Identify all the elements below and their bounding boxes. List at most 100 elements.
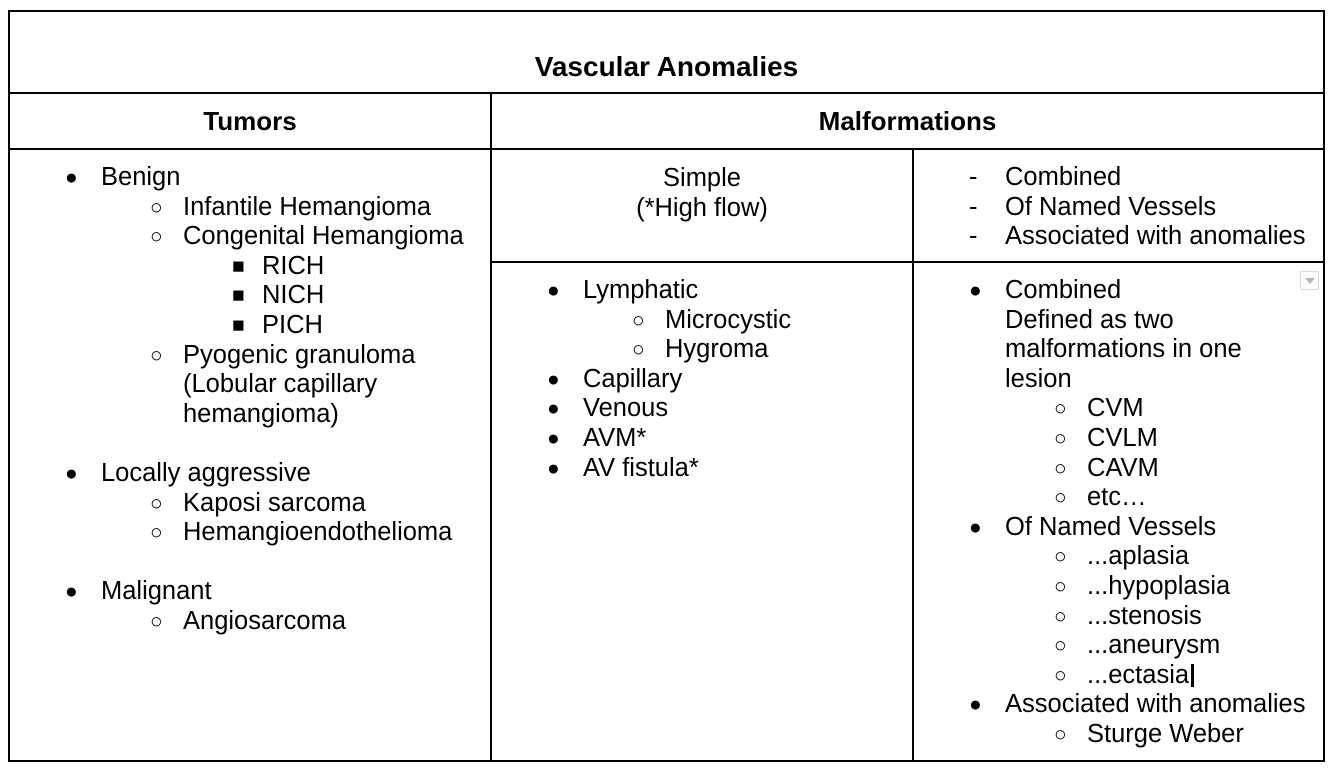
bullet-spacer xyxy=(150,370,183,400)
list-item[interactable]: ○ Kaposi sarcoma xyxy=(10,489,490,519)
circle-bullet-icon: ○ xyxy=(632,308,645,332)
circle-bullet-icon: ○ xyxy=(150,225,163,249)
list-item[interactable]: ○ Hygroma xyxy=(492,335,912,365)
bullet-spacer xyxy=(150,400,183,430)
list-item[interactable]: ○Pyogenic granuloma xyxy=(10,341,490,371)
list-item-text: ...stenosis xyxy=(1087,601,1202,630)
table-dropdown-button[interactable] xyxy=(1300,271,1319,290)
list-item[interactable]: ○...ectasia xyxy=(914,661,1323,691)
list-item-text: PICH xyxy=(262,310,323,339)
list-item[interactable]: ●Capillary xyxy=(492,365,912,395)
list-item[interactable]: ●Malignant xyxy=(10,577,490,607)
list-item[interactable]: Defined as two xyxy=(914,306,1323,336)
list-item-text: Angiosarcoma xyxy=(183,606,346,635)
list-item[interactable]: hemangioma) xyxy=(10,400,490,430)
list-item[interactable]: ●Of Named Vessels xyxy=(914,513,1323,543)
circle-bullet-icon: ○ xyxy=(1054,426,1067,450)
list-item[interactable]: ●AV fistula* xyxy=(492,454,912,484)
bullet-spacer xyxy=(969,365,1005,395)
list-item-text: Combined xyxy=(1005,163,1122,191)
list-item[interactable]: ●Associated with anomalies xyxy=(914,690,1323,720)
dash-bullet-icon: - xyxy=(969,192,978,221)
circle-bullet-icon: ○ xyxy=(1054,397,1067,421)
table-body-row: ●Benign○Infantile Hemangioma○Congenital … xyxy=(10,150,1323,760)
square-bullet-icon: ■ xyxy=(232,254,245,278)
list-item[interactable]: ■RICH xyxy=(10,252,490,282)
list-item[interactable]: ○Infantile Hemangioma xyxy=(10,193,490,223)
circle-bullet-icon: ○ xyxy=(150,343,163,367)
table-title-row: Vascular Anomalies xyxy=(10,12,1323,94)
list-item[interactable]: ○ ...stenosis xyxy=(914,602,1323,632)
list-item[interactable]: ○Hemangioendothelioma xyxy=(10,518,490,548)
circle-bullet-icon: ○ xyxy=(1054,456,1067,480)
list-item[interactable]: ○...aneurysm xyxy=(914,631,1323,661)
simple-header-line1: Simple xyxy=(663,164,741,192)
column-header-malformations[interactable]: Malformations xyxy=(818,105,997,136)
list-item[interactable]: ●Benign xyxy=(10,163,490,193)
disc-bullet-icon: ● xyxy=(547,456,560,480)
list-item-text: Combined xyxy=(1005,276,1122,304)
list-item-text: Locally aggressive xyxy=(101,458,311,487)
circle-bullet-icon: ○ xyxy=(1054,486,1067,510)
text-cursor xyxy=(1191,664,1195,688)
disc-bullet-icon: ● xyxy=(969,515,982,539)
list-item[interactable]: ○Microcystic xyxy=(492,306,912,336)
list-item-text: AVM* xyxy=(583,423,647,452)
bullet-spacer xyxy=(969,335,1005,365)
list-item[interactable]: ● Combined xyxy=(914,276,1323,306)
list-item-text: (Lobular capillary xyxy=(183,370,378,399)
list-item[interactable]: -Of Named Vessels xyxy=(914,193,1323,223)
list-item[interactable]: ○...hypoplasia xyxy=(914,572,1323,602)
tumors-cell[interactable]: ●Benign○Infantile Hemangioma○Congenital … xyxy=(10,150,492,760)
list-item[interactable]: lesion xyxy=(914,365,1323,395)
list-item[interactable]: ○Congenital Hemangioma xyxy=(10,222,490,252)
list-item-text: etc… xyxy=(1087,483,1147,512)
circle-bullet-icon: ○ xyxy=(150,491,163,515)
list-item[interactable]: ○...aplasia xyxy=(914,542,1323,572)
dash-bullet-icon: - xyxy=(969,163,978,191)
disc-bullet-icon: ● xyxy=(969,279,982,302)
circle-bullet-icon: ○ xyxy=(1054,604,1067,628)
combined-column: -Combined-Of Named Vessels-Associated wi… xyxy=(914,150,1323,760)
list-item-text: Kaposi sarcoma xyxy=(183,488,366,517)
list-item-text: hemangioma) xyxy=(183,399,339,428)
list-item[interactable]: ○Sturge Weber xyxy=(914,720,1323,750)
disc-bullet-icon: ● xyxy=(969,693,982,717)
list-item[interactable]: ●Locally aggressive xyxy=(10,459,490,489)
list-item[interactable]: ●Lymphatic xyxy=(492,276,912,306)
square-bullet-icon: ■ xyxy=(232,284,245,308)
list-item[interactable]: ○CVM xyxy=(914,394,1323,424)
table-title[interactable]: Vascular Anomalies xyxy=(534,51,799,83)
circle-bullet-icon: ○ xyxy=(1054,663,1067,687)
tumors-list: ●Benign○Infantile Hemangioma○Congenital … xyxy=(10,163,490,637)
disc-bullet-icon: ● xyxy=(65,166,78,189)
combined-overview-cell[interactable]: -Combined-Of Named Vessels-Associated wi… xyxy=(914,150,1323,263)
list-item[interactable]: (Lobular capillary xyxy=(10,370,490,400)
list-item[interactable]: malformations in one xyxy=(914,335,1323,365)
list-item[interactable]: -Associated with anomalies xyxy=(914,222,1323,252)
list-item[interactable]: ○ etc… xyxy=(914,483,1323,513)
circle-bullet-icon: ○ xyxy=(632,338,645,362)
list-item[interactable]: ○Angiosarcoma xyxy=(10,607,490,637)
simple-list-cell[interactable]: ●Lymphatic○Microcystic○ Hygroma●Capillary… xyxy=(492,263,912,760)
list-item-text: Infantile Hemangioma xyxy=(183,192,432,221)
disc-bullet-icon: ● xyxy=(547,367,560,391)
list-item-text: CVLM xyxy=(1087,423,1158,452)
list-item[interactable]: ○ CVLM xyxy=(914,424,1323,454)
list-item-text: Sturge Weber xyxy=(1087,719,1244,748)
simple-header-cell[interactable]: Simple (*High flow) xyxy=(492,150,912,263)
list-item-text: Defined as two xyxy=(1005,305,1174,334)
list-item-text: Venous xyxy=(583,394,669,423)
list-item[interactable]: ●AVM* xyxy=(492,424,912,454)
column-header-tumors[interactable]: Tumors xyxy=(10,94,492,148)
list-item[interactable]: ●Venous xyxy=(492,394,912,424)
list-item[interactable]: -Combined xyxy=(914,163,1323,193)
simple-header-line2: (*High flow) xyxy=(636,193,768,222)
list-item[interactable]: ■NICH xyxy=(10,281,490,311)
list-item[interactable]: ■PICH xyxy=(10,311,490,341)
list-item-text: Hygroma xyxy=(665,335,769,364)
list-item[interactable]: ○CAVM xyxy=(914,454,1323,484)
